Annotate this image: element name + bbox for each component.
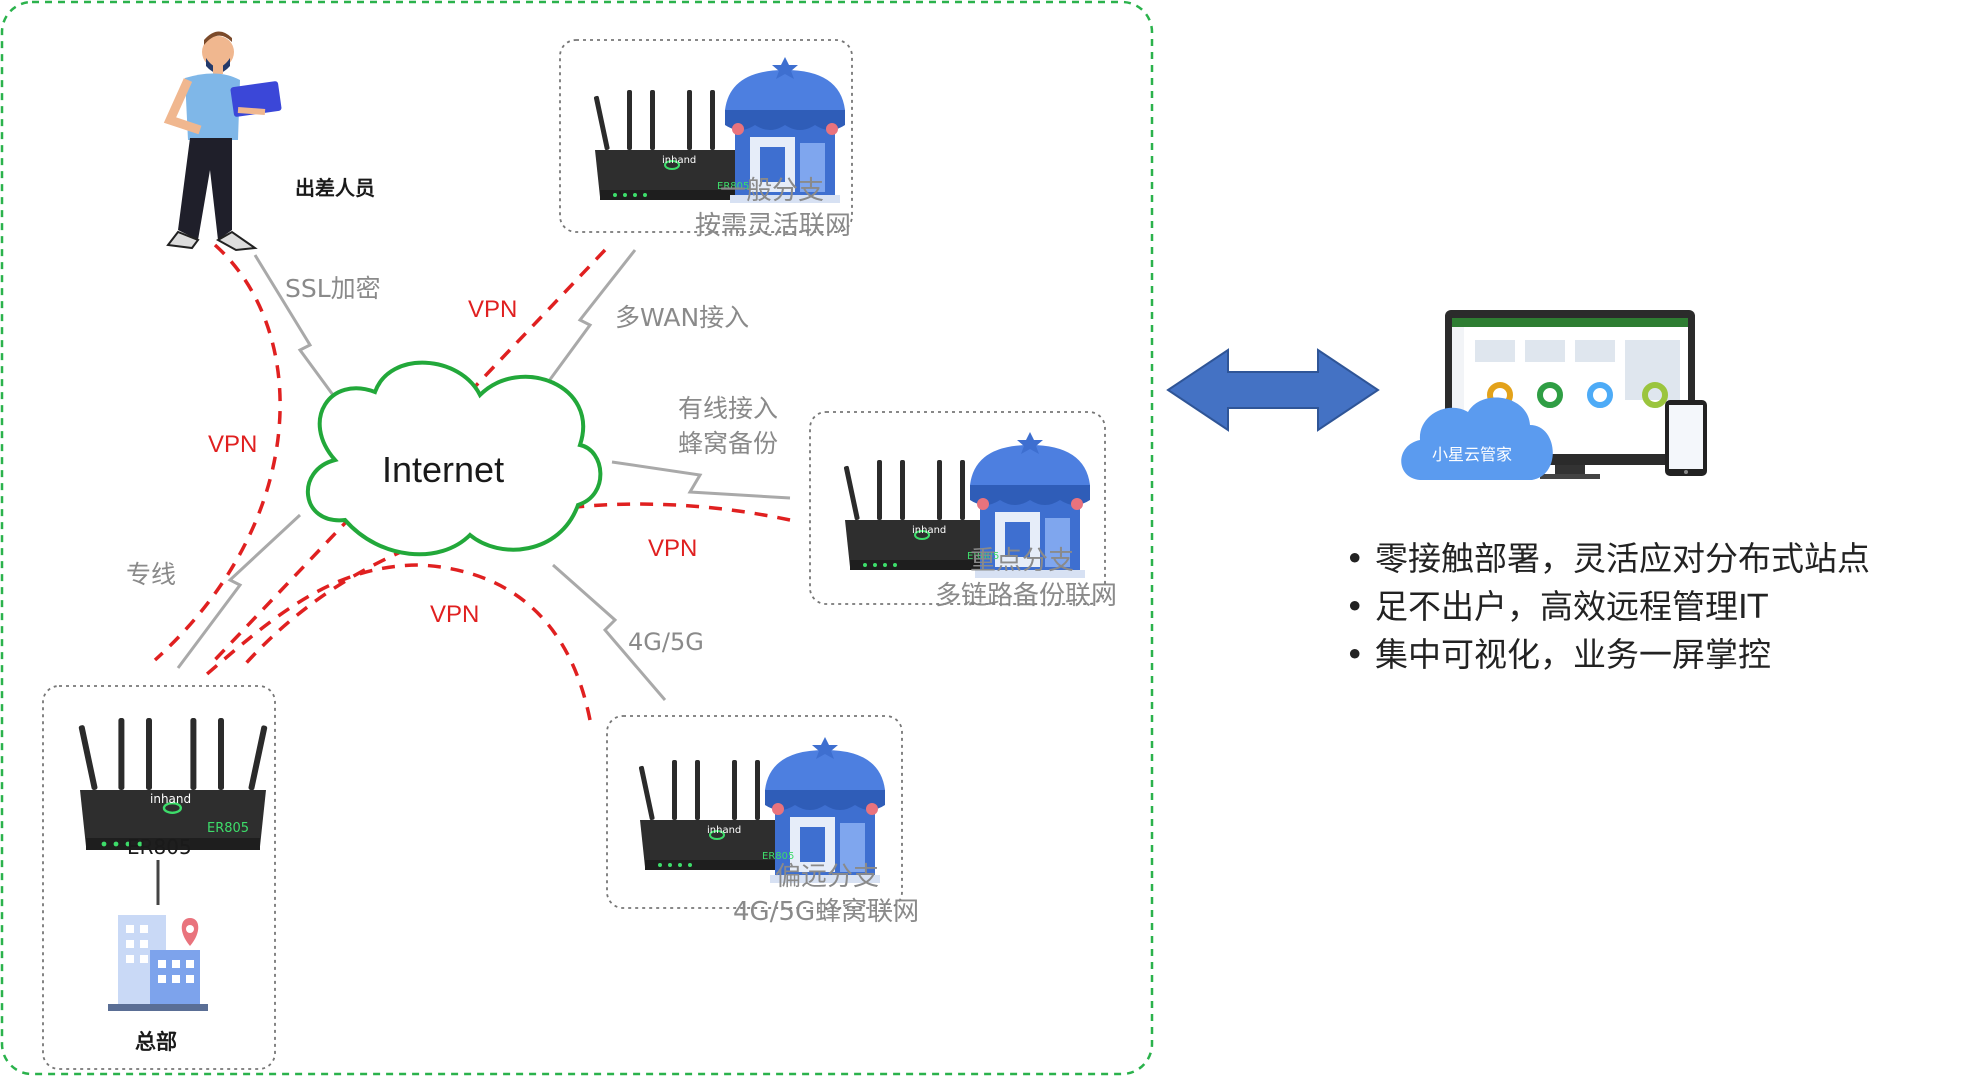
cloud-manager-name: 小星云管家	[1432, 445, 1513, 464]
router-model-hq: ER805	[207, 821, 250, 836]
vpn-label-bottom: VPN	[430, 601, 480, 628]
branch-box-remote	[606, 715, 903, 909]
router-model-general: ER805	[717, 181, 750, 192]
feature-item: • 集中可视化，业务一屏掌控	[1345, 635, 1771, 674]
internet-label: Internet	[382, 449, 505, 490]
vpn-label-top: VPN	[468, 296, 518, 323]
internet-cloud	[306, 360, 603, 557]
feature-item: • 足不出户，高效远程管理IT	[1345, 587, 1768, 626]
router-model-remote: ER805	[762, 851, 795, 862]
branch-general-subtitle: 按需灵活联网	[695, 211, 852, 241]
router-brand-key: inhand	[912, 525, 947, 536]
hq-label: 总部	[135, 1030, 177, 1054]
link-lines	[176, 249, 791, 701]
router-brand-general: inhand	[662, 155, 697, 166]
sync-arrow	[1166, 348, 1380, 432]
vpn-label-right: VPN	[648, 535, 698, 562]
cellular-backup-label: 蜂窝备份	[678, 429, 779, 458]
branch-remote-title: 偏远分支	[775, 862, 880, 892]
leased-line-label: 专线	[126, 560, 177, 589]
branch-remote-subtitle: 4G/5G蜂窝联网	[733, 897, 920, 927]
router-brand-remote: inhand	[707, 825, 742, 836]
vpn-label-left: VPN	[208, 431, 258, 458]
hq-router-label: ER805	[127, 835, 192, 859]
wired-access-label: 有线接入	[678, 394, 779, 423]
branch-general-title: 一般分支	[720, 176, 825, 206]
ssl-label: SSL加密	[285, 274, 381, 303]
feature-item: • 零接触部署，灵活应对分布式站点	[1345, 539, 1870, 578]
router-model-key: ER805	[967, 551, 1000, 562]
hq-building-icon	[108, 915, 208, 1011]
branch-box-general	[559, 39, 853, 233]
hq-box	[42, 685, 276, 1070]
feature-list: • 零接触部署，灵活应对分布式站点 • 足不出户，高效远程管理IT • 集中可视…	[1345, 535, 1870, 679]
branch-key-subtitle: 多链路备份联网	[935, 581, 1118, 611]
router-brand-hq: inhand	[150, 792, 192, 806]
multi-wan-label: 多WAN接入	[615, 303, 750, 332]
branch-key-title: 重点分支	[970, 546, 1075, 576]
diagram-frame	[0, 0, 1154, 1076]
traveler-figure	[163, 31, 282, 252]
cloud-manager-cloud-icon	[1401, 397, 1553, 480]
branch-box-key	[809, 411, 1106, 605]
cellular-label: 4G/5G	[628, 628, 704, 656]
traveler-label: 出差人员	[295, 176, 375, 200]
